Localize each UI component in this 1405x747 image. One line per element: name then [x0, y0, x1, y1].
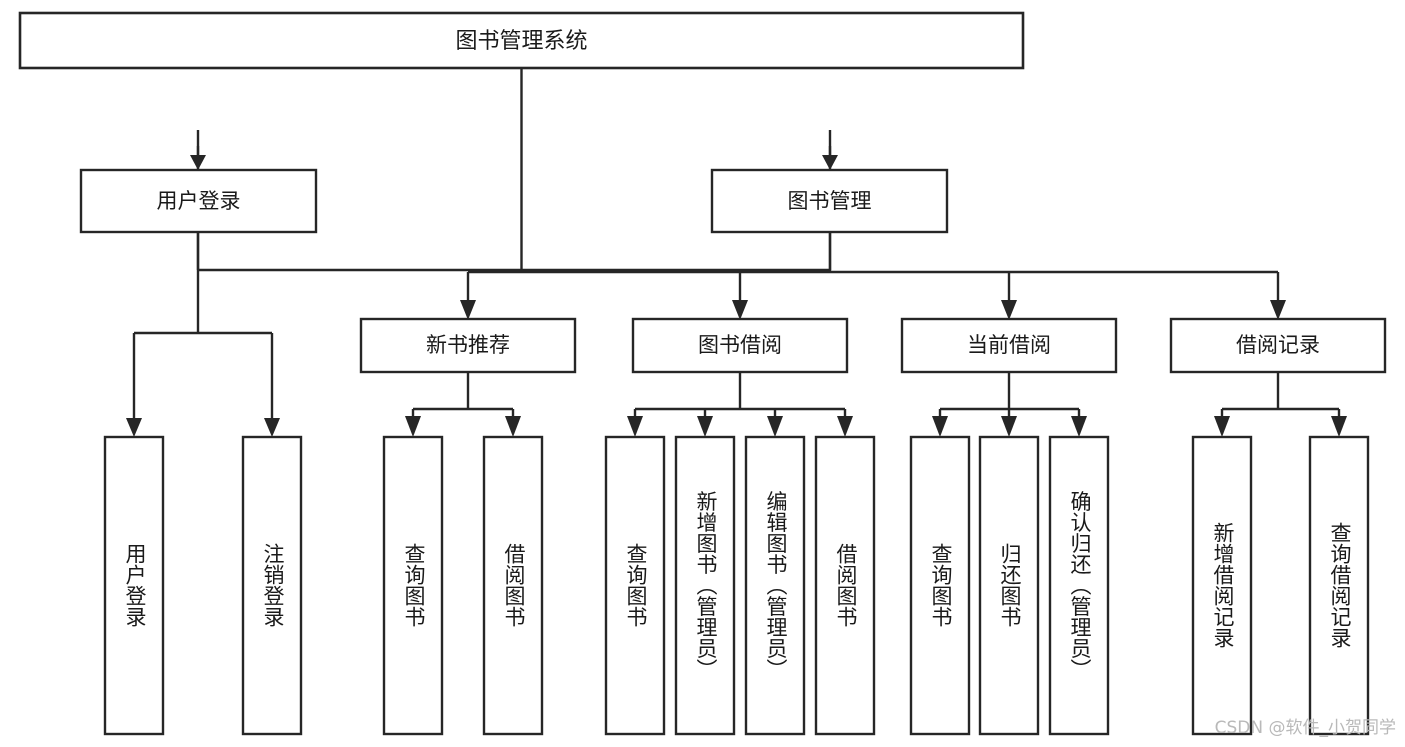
- node-leaf-user-login-label: 用户登录: [123, 543, 147, 627]
- connector-layer: [126, 68, 1347, 437]
- node-leaf-add-book[interactable]: 新增图书（管理员）: [674, 435, 736, 736]
- node-leaf-query-book-1-box[interactable]: [382, 435, 444, 736]
- node-leaf-borrow-book-2[interactable]: 借阅图书: [814, 435, 876, 736]
- node-leaf-borrow-book-1[interactable]: 借阅图书: [482, 435, 544, 736]
- arrow-head-leaf-user-login: [126, 418, 142, 437]
- node-root[interactable]: 图书管理系统: [18, 11, 1025, 70]
- node-leaf-borrow-book-1-box[interactable]: [482, 435, 544, 736]
- node-root-box[interactable]: [18, 11, 1025, 70]
- node-leaf-query-book-2-label: 查询图书: [624, 543, 648, 627]
- arrow-head-leaf-logout-login: [264, 418, 280, 437]
- node-user-login[interactable]: 用户登录: [79, 168, 318, 234]
- node-book-manage-box[interactable]: [710, 168, 949, 234]
- node-user-login-label: 用户登录: [157, 189, 241, 213]
- arrow-head-current-borrow: [1001, 300, 1017, 320]
- arrow-head-user-login: [190, 155, 206, 170]
- node-leaf-confirm-return-label: 确认归还（管理员）: [1068, 491, 1092, 680]
- node-new-book-rec-label: 新书推荐: [426, 333, 510, 357]
- arrow-head-leaf-query-book-1: [405, 416, 421, 437]
- csdn-watermark: CSDN @软件_小贺同学: [1215, 718, 1396, 738]
- node-book-borrow[interactable]: 图书借阅: [631, 317, 849, 374]
- node-leaf-query-book-3[interactable]: 查询图书: [909, 435, 971, 736]
- node-leaf-confirm-return-box[interactable]: [1048, 435, 1110, 736]
- arrow-head-leaf-confirm-return: [1071, 416, 1087, 437]
- node-leaf-return-book[interactable]: 归还图书: [978, 435, 1040, 736]
- node-book-manage[interactable]: 图书管理: [710, 168, 949, 234]
- node-leaf-query-record-box[interactable]: [1308, 435, 1370, 736]
- node-current-borrow[interactable]: 当前借阅: [900, 317, 1118, 374]
- node-leaf-query-book-1-label: 查询图书: [402, 543, 426, 627]
- node-leaf-add-book-box[interactable]: [674, 435, 736, 736]
- node-leaf-query-book-2-box[interactable]: [604, 435, 666, 736]
- node-current-borrow-label: 当前借阅: [967, 333, 1051, 357]
- node-leaf-user-login[interactable]: 用户登录: [103, 435, 165, 736]
- node-user-login-box[interactable]: [79, 168, 318, 234]
- arrow-head-leaf-borrow-book-2: [837, 416, 853, 437]
- node-leaf-confirm-return[interactable]: 确认归还（管理员）: [1048, 435, 1110, 736]
- node-leaf-query-record[interactable]: 查询借阅记录: [1308, 435, 1370, 736]
- node-leaf-logout-login-label: 注销登录: [261, 543, 285, 627]
- node-leaf-add-record-label: 新增借阅记录: [1211, 522, 1235, 648]
- node-book-manage-label: 图书管理: [788, 189, 872, 213]
- node-leaf-edit-book-label: 编辑图书（管理员）: [764, 491, 788, 680]
- arrow-head-new-book-rec: [460, 300, 476, 320]
- arrow-head-leaf-query-book-3: [932, 416, 948, 437]
- arrow-head-borrow-record: [1270, 300, 1286, 320]
- node-leaf-query-book-1[interactable]: 查询图书: [382, 435, 444, 736]
- node-new-book-rec[interactable]: 新书推荐: [359, 317, 577, 374]
- node-book-borrow-label: 图书借阅: [698, 333, 782, 357]
- node-leaf-return-book-label: 归还图书: [998, 543, 1022, 627]
- arrow-head-leaf-query-record: [1331, 416, 1347, 437]
- node-leaf-query-book-3-label: 查询图书: [929, 543, 953, 627]
- node-leaf-add-book-label: 新增图书（管理员）: [694, 491, 718, 680]
- node-leaf-user-login-box[interactable]: [103, 435, 165, 736]
- node-root-label: 图书管理系统: [455, 29, 587, 54]
- node-leaf-query-book-3-box[interactable]: [909, 435, 971, 736]
- node-leaf-borrow-book-1-label: 借阅图书: [502, 543, 526, 627]
- node-book-borrow-box[interactable]: [631, 317, 849, 374]
- node-new-book-rec-box[interactable]: [359, 317, 577, 374]
- node-borrow-record[interactable]: 借阅记录: [1169, 317, 1387, 374]
- arrow-head-book-borrow: [732, 300, 748, 320]
- node-leaf-borrow-book-2-label: 借阅图书: [834, 543, 858, 627]
- arrow-head-leaf-add-record: [1214, 416, 1230, 437]
- node-leaf-add-record[interactable]: 新增借阅记录: [1191, 435, 1253, 736]
- node-leaf-edit-book-box[interactable]: [744, 435, 806, 736]
- node-leaf-add-record-box[interactable]: [1191, 435, 1253, 736]
- node-leaf-query-book-2[interactable]: 查询图书: [604, 435, 666, 736]
- arrow-head-leaf-borrow-book-1: [505, 416, 521, 437]
- node-leaf-logout-login[interactable]: 注销登录: [241, 435, 303, 736]
- arrow-head-leaf-query-book-2: [627, 416, 643, 437]
- arrow-head-leaf-edit-book: [767, 416, 783, 437]
- node-borrow-record-box[interactable]: [1169, 317, 1387, 374]
- node-leaf-query-record-label: 查询借阅记录: [1328, 522, 1352, 648]
- arrow-head-leaf-return-book: [1001, 416, 1017, 437]
- node-leaf-logout-login-box[interactable]: [241, 435, 303, 736]
- node-borrow-record-label: 借阅记录: [1236, 333, 1320, 357]
- leaf-nodes-layer: 用户登录 注销登录 查询图书 借阅图书 查询图书 新增图书（管理员）: [103, 435, 1370, 736]
- node-leaf-edit-book[interactable]: 编辑图书（管理员）: [744, 435, 806, 736]
- node-current-borrow-box[interactable]: [900, 317, 1118, 374]
- node-leaf-borrow-book-2-box[interactable]: [814, 435, 876, 736]
- arrow-head-leaf-add-book: [697, 416, 713, 437]
- arrow-head-book-manage: [822, 155, 838, 170]
- node-leaf-return-book-box[interactable]: [978, 435, 1040, 736]
